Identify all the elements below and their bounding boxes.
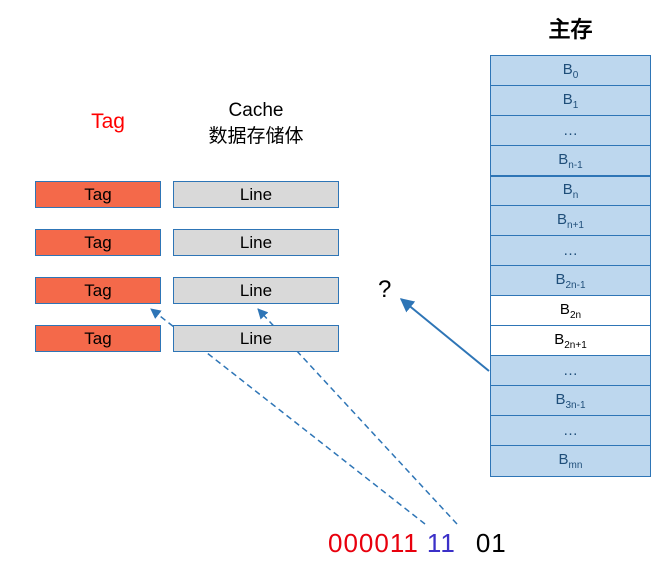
tag-box-3: Tag: [35, 325, 161, 352]
memory-block-1: B1: [491, 86, 650, 116]
memory-block-2n-1: B2n-1: [491, 266, 650, 296]
cache-header-line2: 数据存储体: [208, 125, 304, 147]
cache-tag-header: Tag: [91, 110, 125, 133]
tag-box-0: Tag: [35, 181, 161, 208]
question-mark: ?: [378, 276, 392, 303]
memory-block-mn: Bmn: [491, 446, 650, 476]
memory-block-0: B0: [491, 56, 650, 86]
memory-block-n-1: Bn-1: [491, 146, 650, 176]
memory-block-ellipsis: …: [491, 236, 650, 266]
memory-block-n+1: Bn+1: [491, 206, 650, 236]
cache-row-1: Tag Line: [35, 229, 339, 256]
memory-block-ellipsis: …: [491, 416, 650, 446]
cache-row-3: Tag Line: [35, 325, 339, 352]
memory-block-ellipsis: …: [491, 116, 650, 146]
address-field-line: 11: [426, 528, 456, 558]
memory-block-2n+1: B2n+1: [491, 326, 650, 356]
line-box-3: Line: [173, 325, 339, 352]
tag-box-1: Tag: [35, 229, 161, 256]
memory-block-2n: B2n: [491, 296, 650, 326]
address-field-tag: 000011: [328, 528, 419, 558]
cache-header-line1: Cache: [228, 100, 284, 121]
memory-block-3n-1: B3n-1: [491, 386, 650, 416]
memory-block-n: Bn: [491, 176, 650, 206]
line-box-2: Line: [173, 277, 339, 304]
tag-box-2: Tag: [35, 277, 161, 304]
main-memory-title: 主存: [548, 17, 593, 42]
memory-to-cache-arrow: [399, 298, 490, 372]
line-box-1: Line: [173, 229, 339, 256]
cache-header: Cache 数据存储体: [173, 98, 339, 149]
cache-row-0: Tag Line: [35, 181, 339, 208]
cache-row-2: Tag Line: [35, 277, 339, 304]
memory-block-ellipsis: …: [491, 356, 650, 386]
address-field-word: 01: [475, 528, 507, 558]
line-box-0: Line: [173, 181, 339, 208]
